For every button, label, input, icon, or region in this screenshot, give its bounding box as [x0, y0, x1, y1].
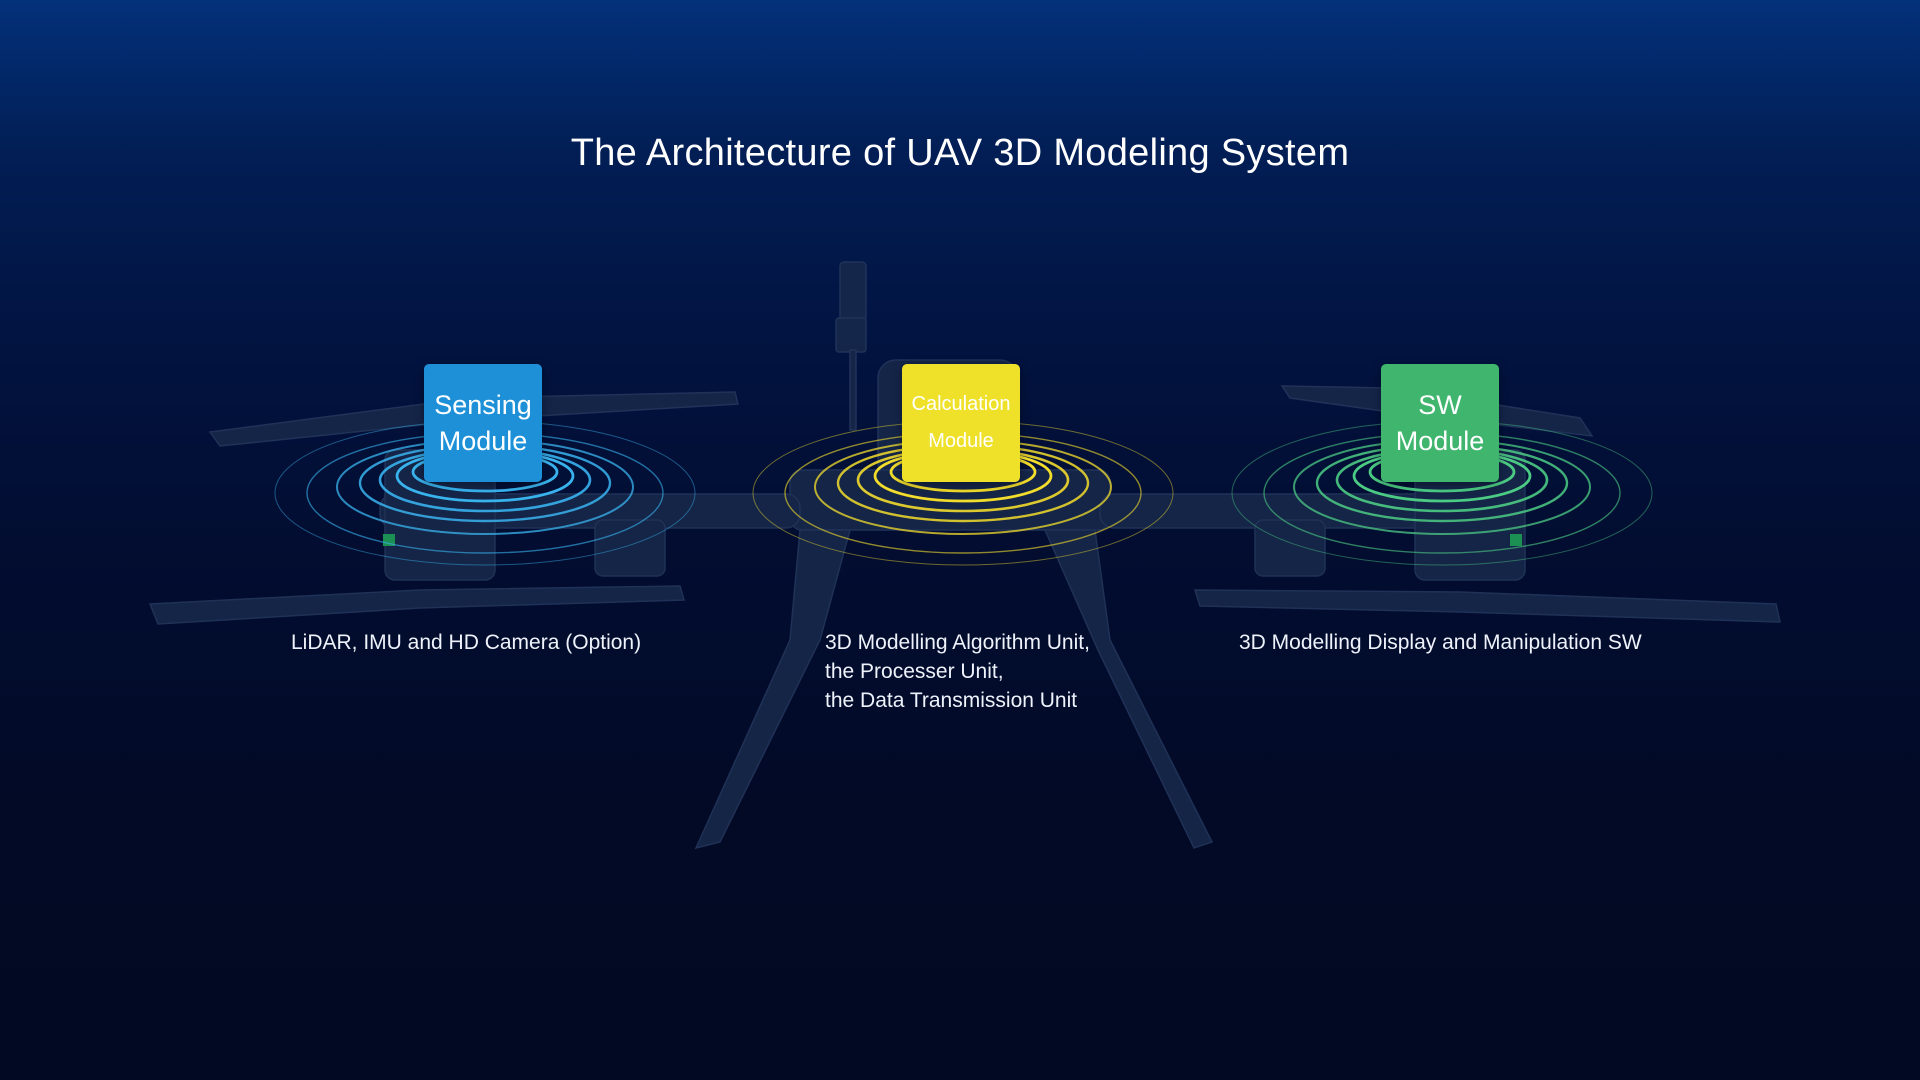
description-line: 3D Modelling Algorithm Unit,	[825, 631, 1090, 654]
description-line: the Processer Unit,	[825, 660, 1004, 683]
antenna-pole	[849, 349, 857, 431]
module-label-line: Module	[438, 426, 528, 456]
sensing-module-description: LiDAR, IMU and HD Camera (Option)	[291, 628, 641, 657]
page-title: The Architecture of UAV 3D Modeling Syst…	[570, 132, 1350, 174]
sw-module-box: SW Module	[1381, 364, 1499, 482]
description-line: 3D Modelling Display and Manipulation SW	[1239, 631, 1642, 654]
module-label-line: Calculation	[911, 393, 1011, 415]
calculation-module-description: 3D Modelling Algorithm Unit, the Process…	[825, 628, 1090, 715]
description-line: LiDAR, IMU and HD Camera (Option)	[291, 631, 642, 654]
antenna-head	[835, 317, 867, 353]
left-inner-pod	[594, 519, 666, 577]
right-landing-leg	[1043, 529, 1214, 849]
lower-left-propeller	[148, 585, 685, 625]
module-label-line: Sensing	[434, 390, 532, 420]
sensing-module-box: Sensing Module	[424, 364, 542, 482]
description-line: the Data Transmission Unit	[825, 689, 1078, 712]
module-label-line: Module	[1395, 426, 1485, 456]
right-inner-pod	[1254, 519, 1326, 577]
left-landing-leg	[694, 529, 851, 850]
lower-right-propeller	[1193, 589, 1781, 623]
module-label-line: SW	[1418, 390, 1462, 420]
module-label-line: Module	[928, 430, 994, 452]
antenna-mast	[839, 261, 867, 323]
calculation-module-box: Calculation Module	[902, 364, 1020, 482]
right-status-light	[1510, 534, 1522, 546]
sw-module-description: 3D Modelling Display and Manipulation SW	[1239, 628, 1642, 657]
